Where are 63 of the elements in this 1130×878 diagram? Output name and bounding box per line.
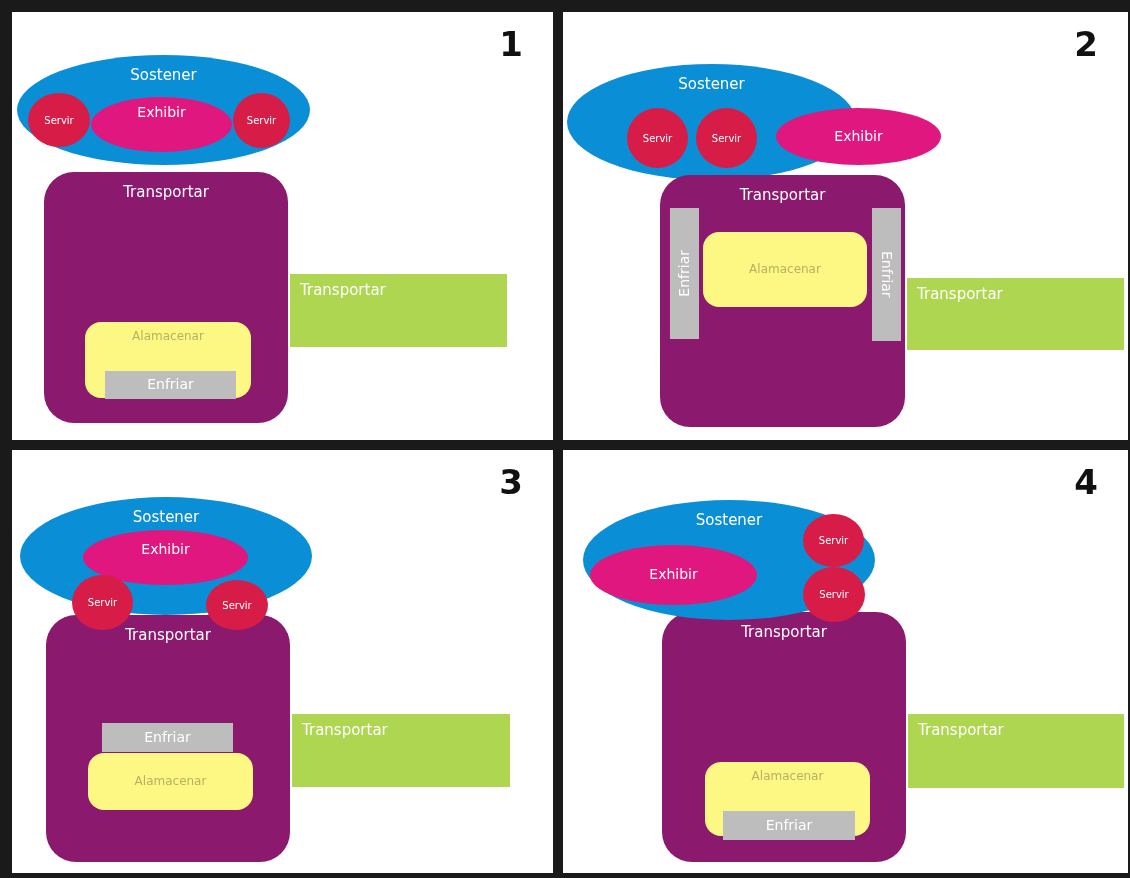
small-circle	[28, 93, 90, 147]
bar	[723, 811, 855, 840]
bar	[105, 371, 236, 399]
shape-label: Transportar	[918, 722, 1004, 739]
rounded-block	[662, 612, 906, 862]
shape-label: Transportar	[125, 627, 211, 644]
shape-label: Exhibir	[649, 567, 698, 583]
shape-label: Transportar	[300, 282, 386, 299]
shape-label: Servir	[87, 597, 118, 608]
shape-label: Transportar	[739, 187, 826, 204]
panel-number: 1	[499, 26, 523, 64]
rectangle	[290, 274, 507, 347]
small-circle	[696, 108, 757, 168]
shape-label: Enfriar	[878, 251, 895, 298]
panel-frame	[563, 12, 1128, 440]
shape-label: Servir	[711, 132, 742, 144]
rectangle	[292, 714, 510, 787]
rounded-box	[85, 322, 251, 398]
shape-label: Alamacenar	[749, 262, 821, 277]
shape-label: Servir	[819, 589, 849, 600]
shape-label: Transportar	[123, 184, 209, 201]
rounded-block	[44, 172, 288, 423]
bar	[670, 208, 699, 339]
shape-label: Exhibir	[141, 542, 190, 558]
rounded-block	[46, 615, 290, 862]
rounded-box	[703, 232, 867, 307]
shape-label: Alamacenar	[751, 770, 824, 784]
panel-frame	[12, 12, 553, 440]
shape-label: Transportar	[917, 286, 1003, 303]
panel-frame	[563, 450, 1128, 873]
panel-number: 2	[1074, 26, 1098, 64]
shape-label: Alamacenar	[134, 774, 207, 789]
small-circle	[803, 514, 864, 567]
shape-label: Enfriar	[765, 817, 813, 834]
shape-label: Transportar	[302, 722, 388, 739]
small-circle	[803, 567, 865, 622]
shape-label: Sostener	[695, 512, 763, 529]
shape-label: Servir	[818, 535, 849, 546]
panel-number: 3	[499, 464, 523, 502]
shape-label: Servir	[44, 114, 74, 126]
shape-label: Exhibir	[834, 128, 883, 145]
panel-number: 4	[1074, 464, 1098, 502]
shape-label: Sostener	[132, 509, 200, 526]
panel-frame	[12, 450, 553, 873]
rectangle	[907, 278, 1124, 350]
shape-label: Transportar	[741, 624, 827, 641]
rounded-box	[88, 753, 253, 810]
small-circle	[233, 93, 290, 148]
bar	[872, 208, 901, 341]
shape-label: Servir	[222, 599, 252, 611]
shape-label: Servir	[246, 115, 277, 126]
shape-label: Enfriar	[676, 250, 693, 297]
shape-label: Alamacenar	[132, 330, 204, 344]
rounded-block	[660, 175, 905, 427]
small-circle	[627, 108, 688, 168]
shape-label: Enfriar	[147, 377, 194, 393]
rectangle	[908, 714, 1124, 788]
shape-label: Sostener	[130, 67, 197, 84]
shape-label: Servir	[642, 132, 673, 144]
bar	[102, 723, 233, 752]
shape-label: Sostener	[678, 76, 745, 93]
shape-label: Enfriar	[144, 729, 191, 746]
shape-label: Exhibir	[137, 105, 186, 121]
